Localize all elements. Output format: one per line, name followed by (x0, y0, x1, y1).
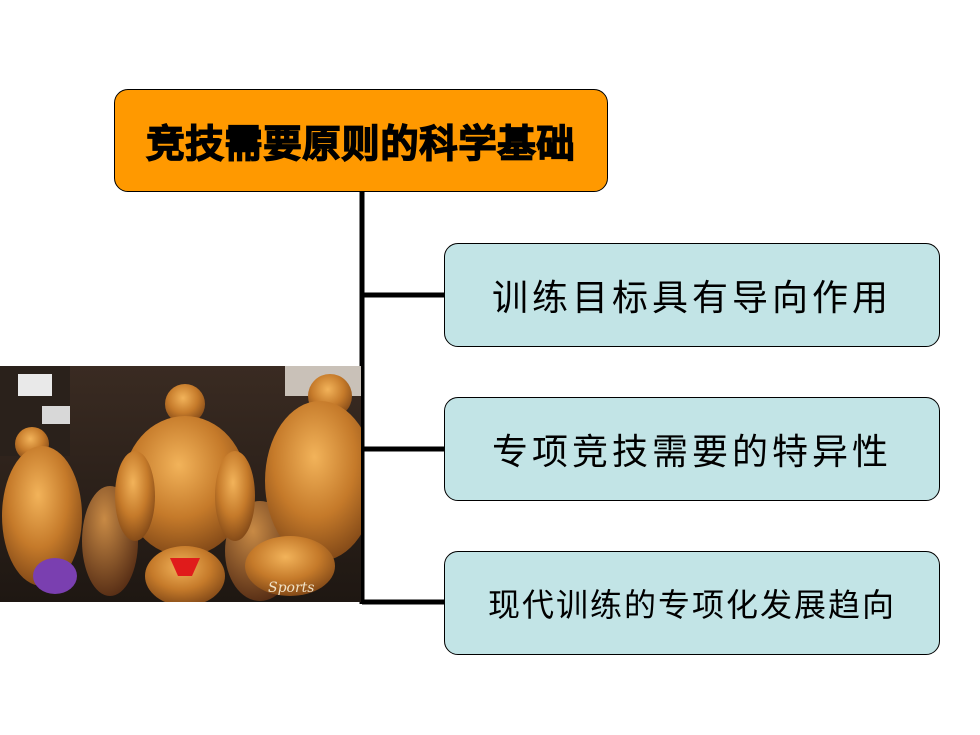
child-label-2: 专项竞技需要的特异性 (491, 432, 892, 473)
root-node: 竞技需要原则的科学基础 (114, 89, 608, 192)
bodybuilders-photo: Sports (0, 366, 361, 602)
child-node-1: 训练目标具有导向作用 (444, 243, 940, 347)
child-node-3: 现代训练的专项化发展趋向 (444, 551, 940, 655)
child-label-3: 现代训练的专项化发展趋向 (487, 586, 896, 624)
photo-watermark: Sports (268, 580, 314, 596)
root-title: 竞技需要原则的科学基础 (146, 121, 576, 167)
child-node-2: 专项竞技需要的特异性 (444, 397, 940, 501)
child-label-1: 训练目标具有导向作用 (491, 278, 892, 319)
